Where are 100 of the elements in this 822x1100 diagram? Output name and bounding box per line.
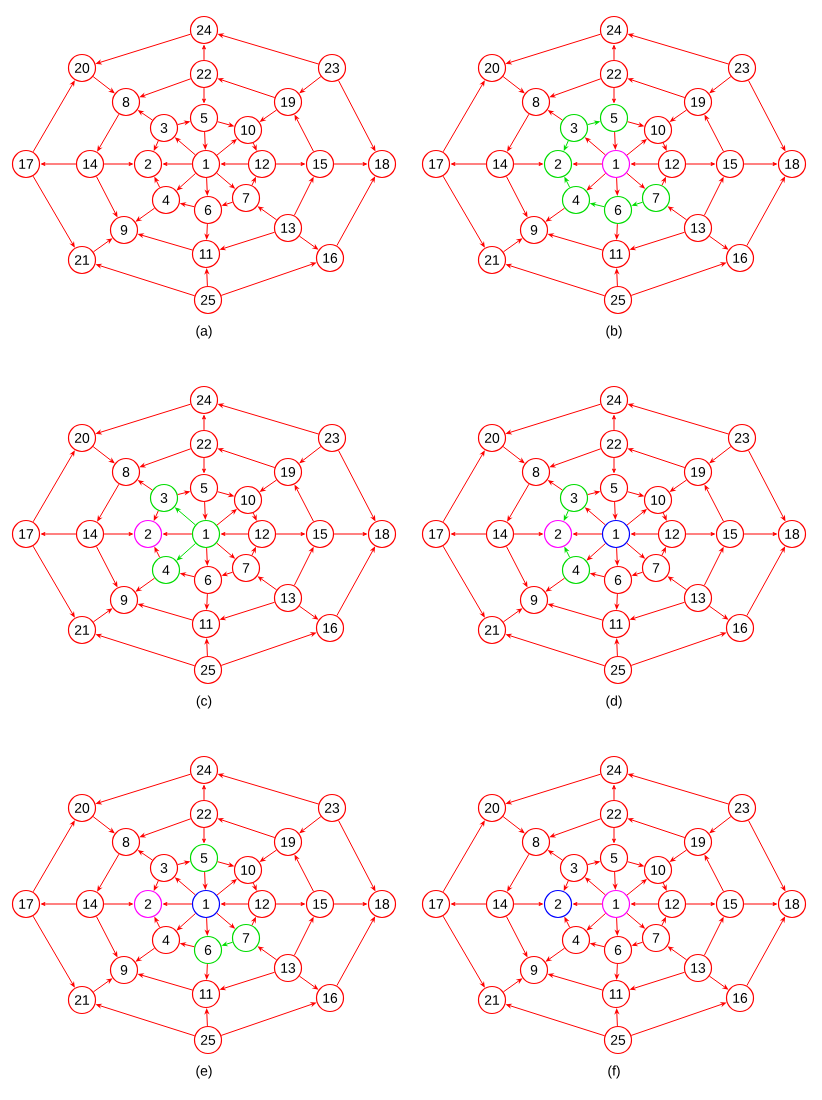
arrow [668, 576, 688, 591]
arrow [612, 414, 616, 431]
arrow [748, 820, 786, 891]
arrow [202, 784, 206, 801]
arrow [614, 1008, 619, 1027]
arrow [630, 902, 659, 906]
arrow [743, 162, 778, 166]
arrow [627, 491, 644, 497]
arrow [548, 233, 603, 251]
arrow [260, 109, 277, 122]
arrow [632, 571, 644, 577]
arrow [252, 512, 257, 521]
arrow [203, 501, 208, 520]
arrow [138, 973, 193, 991]
arrow [176, 172, 196, 191]
arrow [138, 480, 153, 491]
arrow [668, 206, 688, 221]
arrow [216, 912, 235, 929]
arrow [96, 263, 196, 297]
arrow [153, 880, 159, 891]
arrow [661, 917, 666, 926]
arrow [748, 80, 786, 151]
arrow [216, 139, 237, 156]
arrow [709, 76, 732, 94]
arrow [220, 601, 276, 621]
arrow [336, 547, 376, 617]
arrow [709, 605, 728, 620]
arrow [626, 912, 645, 929]
arrow [709, 446, 732, 464]
arrow [612, 87, 616, 104]
arrow [93, 608, 112, 623]
arrow [162, 162, 193, 166]
arrow [626, 172, 645, 189]
arrow [632, 941, 644, 947]
arrow [204, 1008, 209, 1027]
arrow [140, 448, 192, 468]
arrow [154, 917, 161, 928]
arrow [548, 850, 563, 861]
arrow [564, 917, 571, 928]
arrow [662, 882, 667, 891]
arrow [586, 912, 606, 931]
arrow [615, 917, 620, 936]
arrow [333, 902, 368, 906]
arrow [563, 880, 569, 891]
arrow [563, 140, 569, 151]
arrow [97, 853, 120, 892]
arrow [176, 912, 196, 931]
arrow [258, 206, 278, 221]
arrow [136, 207, 155, 222]
arrow [612, 827, 616, 844]
arrow [336, 917, 376, 987]
arrow [626, 879, 647, 896]
arrow [177, 120, 190, 126]
arrow [506, 1003, 606, 1037]
arrow [96, 403, 192, 435]
arrow [513, 902, 544, 906]
arrow [612, 44, 616, 61]
arrow [202, 457, 206, 474]
arrow [630, 231, 686, 251]
arrow [506, 633, 606, 667]
arrow [513, 532, 544, 536]
arrow [703, 547, 724, 586]
arrow [709, 235, 728, 250]
arrow [177, 490, 190, 496]
arrow [220, 971, 276, 991]
arrow [709, 816, 732, 834]
arrow [586, 542, 606, 561]
arrow [205, 177, 210, 196]
arrow [180, 942, 195, 948]
arrow [136, 947, 155, 962]
arrow [293, 917, 314, 956]
arrow [218, 448, 276, 469]
arrow [203, 131, 208, 150]
arrow [180, 202, 195, 208]
arrow [96, 633, 196, 667]
arrow [293, 177, 314, 216]
arrow [442, 175, 485, 248]
arrow [96, 1003, 196, 1037]
arrow [217, 861, 234, 867]
arrow [563, 510, 569, 521]
arrow [218, 818, 276, 839]
arrow [299, 605, 318, 620]
arrow [442, 80, 485, 153]
arrow [746, 177, 786, 247]
arrow [709, 975, 728, 990]
arrow [505, 546, 528, 587]
arrow [103, 902, 134, 906]
arrow [204, 268, 209, 287]
arrow [450, 902, 487, 906]
arrow [628, 403, 729, 435]
arrow [203, 871, 208, 890]
arrow [670, 849, 687, 862]
arrow [218, 773, 319, 805]
arrow [204, 638, 209, 657]
arrow [92, 76, 115, 94]
arrow [613, 501, 618, 520]
arrow [513, 162, 544, 166]
arrow [294, 855, 315, 892]
arrow [162, 532, 193, 536]
arrow [506, 773, 602, 805]
